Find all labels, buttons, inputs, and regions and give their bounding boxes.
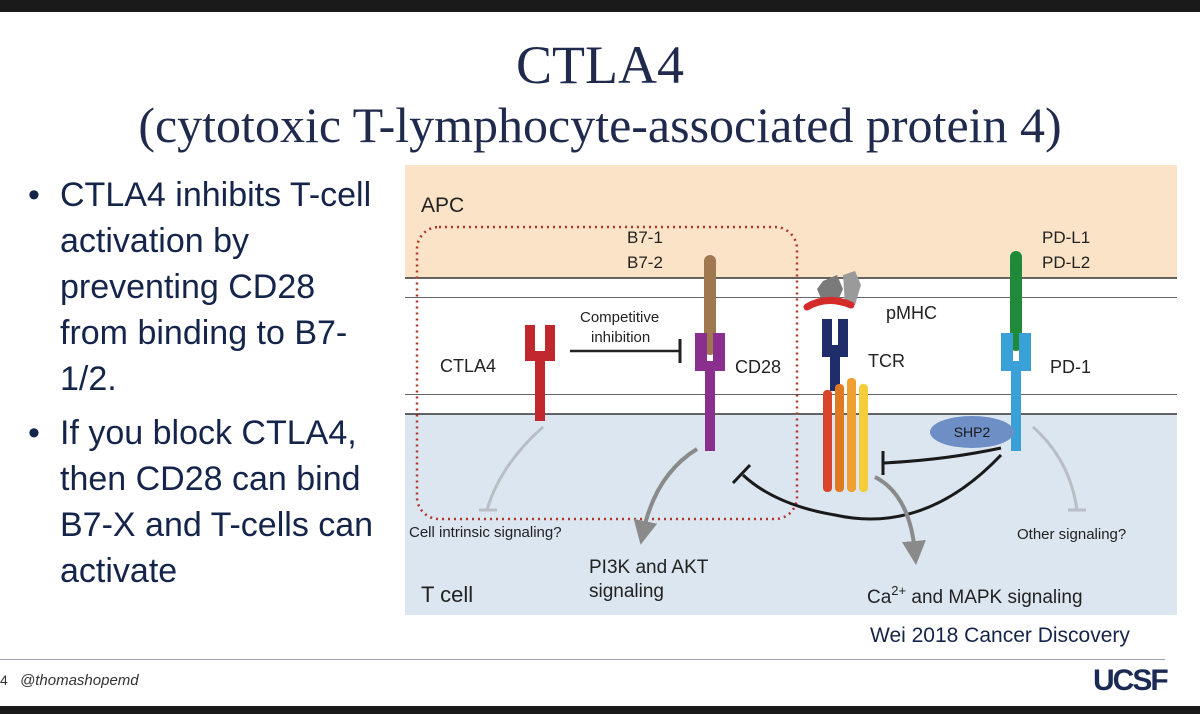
b7-label: B7-1 bbox=[627, 228, 663, 247]
slide-title: CTLA4 bbox=[516, 35, 684, 95]
b7-ligand bbox=[704, 255, 716, 355]
apc-membrane bbox=[405, 278, 1177, 298]
pmhc-label: pMHC bbox=[886, 303, 937, 323]
slide: CTLA4 (cytotoxic T-lymphocyte-associated… bbox=[0, 12, 1200, 706]
ucsf-logo: UCSF bbox=[1093, 664, 1169, 697]
pd1-receptor bbox=[1001, 333, 1031, 451]
pi3k-label: PI3K and AKT bbox=[589, 557, 709, 578]
competitive-label-2: inhibition bbox=[591, 329, 650, 346]
cd3-chain bbox=[835, 384, 844, 492]
pi3k-label-2: signaling bbox=[589, 581, 664, 602]
bullet-text: If you block CTLA4, then CD28 can bind B… bbox=[60, 414, 374, 590]
bullet-dot: • bbox=[28, 414, 40, 452]
pdl-label: PD-L1 bbox=[1042, 228, 1090, 247]
pd1-label: PD-1 bbox=[1050, 357, 1091, 377]
cd3-chain bbox=[823, 390, 832, 492]
tcr-label: TCR bbox=[868, 351, 905, 371]
bullet-list: • CTLA4 inhibits T-cell activation by pr… bbox=[22, 172, 382, 602]
tcell-label: T cell bbox=[421, 582, 473, 607]
citation: Wei 2018 Cancer Discovery bbox=[870, 624, 1130, 647]
apc-label: APC bbox=[421, 194, 464, 217]
highlight-box bbox=[415, 225, 799, 521]
page-number: 4 bbox=[0, 672, 8, 688]
ctla4-label: CTLA4 bbox=[440, 356, 496, 376]
bullet-dot: • bbox=[28, 176, 40, 214]
ca-mapk-label: Ca2+ and MAPK signaling bbox=[867, 583, 1083, 608]
pdl-label-2: PD-L2 bbox=[1042, 253, 1090, 272]
apc-region bbox=[405, 165, 1177, 280]
slide-subtitle: (cytotoxic T-lymphocyte-associated prote… bbox=[138, 97, 1062, 153]
cd3-chain bbox=[859, 384, 868, 492]
cd28-receptor bbox=[695, 333, 725, 451]
pdl-ligand bbox=[1010, 251, 1022, 351]
bullet-text: CTLA4 inhibits T-cell activation by prev… bbox=[60, 176, 372, 398]
author-handle: @thomashopemd bbox=[20, 672, 139, 689]
ctla4-pathway-diagram: APC T cell B7-1 B7-2 CTLA4 Competitive i… bbox=[405, 165, 1177, 615]
tcell-membrane bbox=[405, 394, 1177, 414]
b7-label-2: B7-2 bbox=[627, 253, 663, 272]
competitive-label: Competitive bbox=[580, 309, 659, 326]
cell-intrinsic-label: Cell intrinsic signaling? bbox=[409, 524, 562, 541]
bullet-item: • CTLA4 inhibits T-cell activation by pr… bbox=[22, 172, 382, 402]
tcr-receptor bbox=[822, 319, 848, 391]
cd3-chain bbox=[847, 378, 856, 492]
footer-divider bbox=[0, 659, 1165, 660]
pmhc-complex bbox=[817, 275, 843, 303]
shp2-node bbox=[930, 416, 1014, 448]
other-signaling-label: Other signaling? bbox=[1017, 526, 1126, 543]
ctla4-receptor bbox=[525, 325, 555, 421]
shp2-label: SHP2 bbox=[954, 424, 991, 440]
cd28-label: CD28 bbox=[735, 357, 781, 377]
bullet-item: • If you block CTLA4, then CD28 can bind… bbox=[22, 410, 382, 594]
